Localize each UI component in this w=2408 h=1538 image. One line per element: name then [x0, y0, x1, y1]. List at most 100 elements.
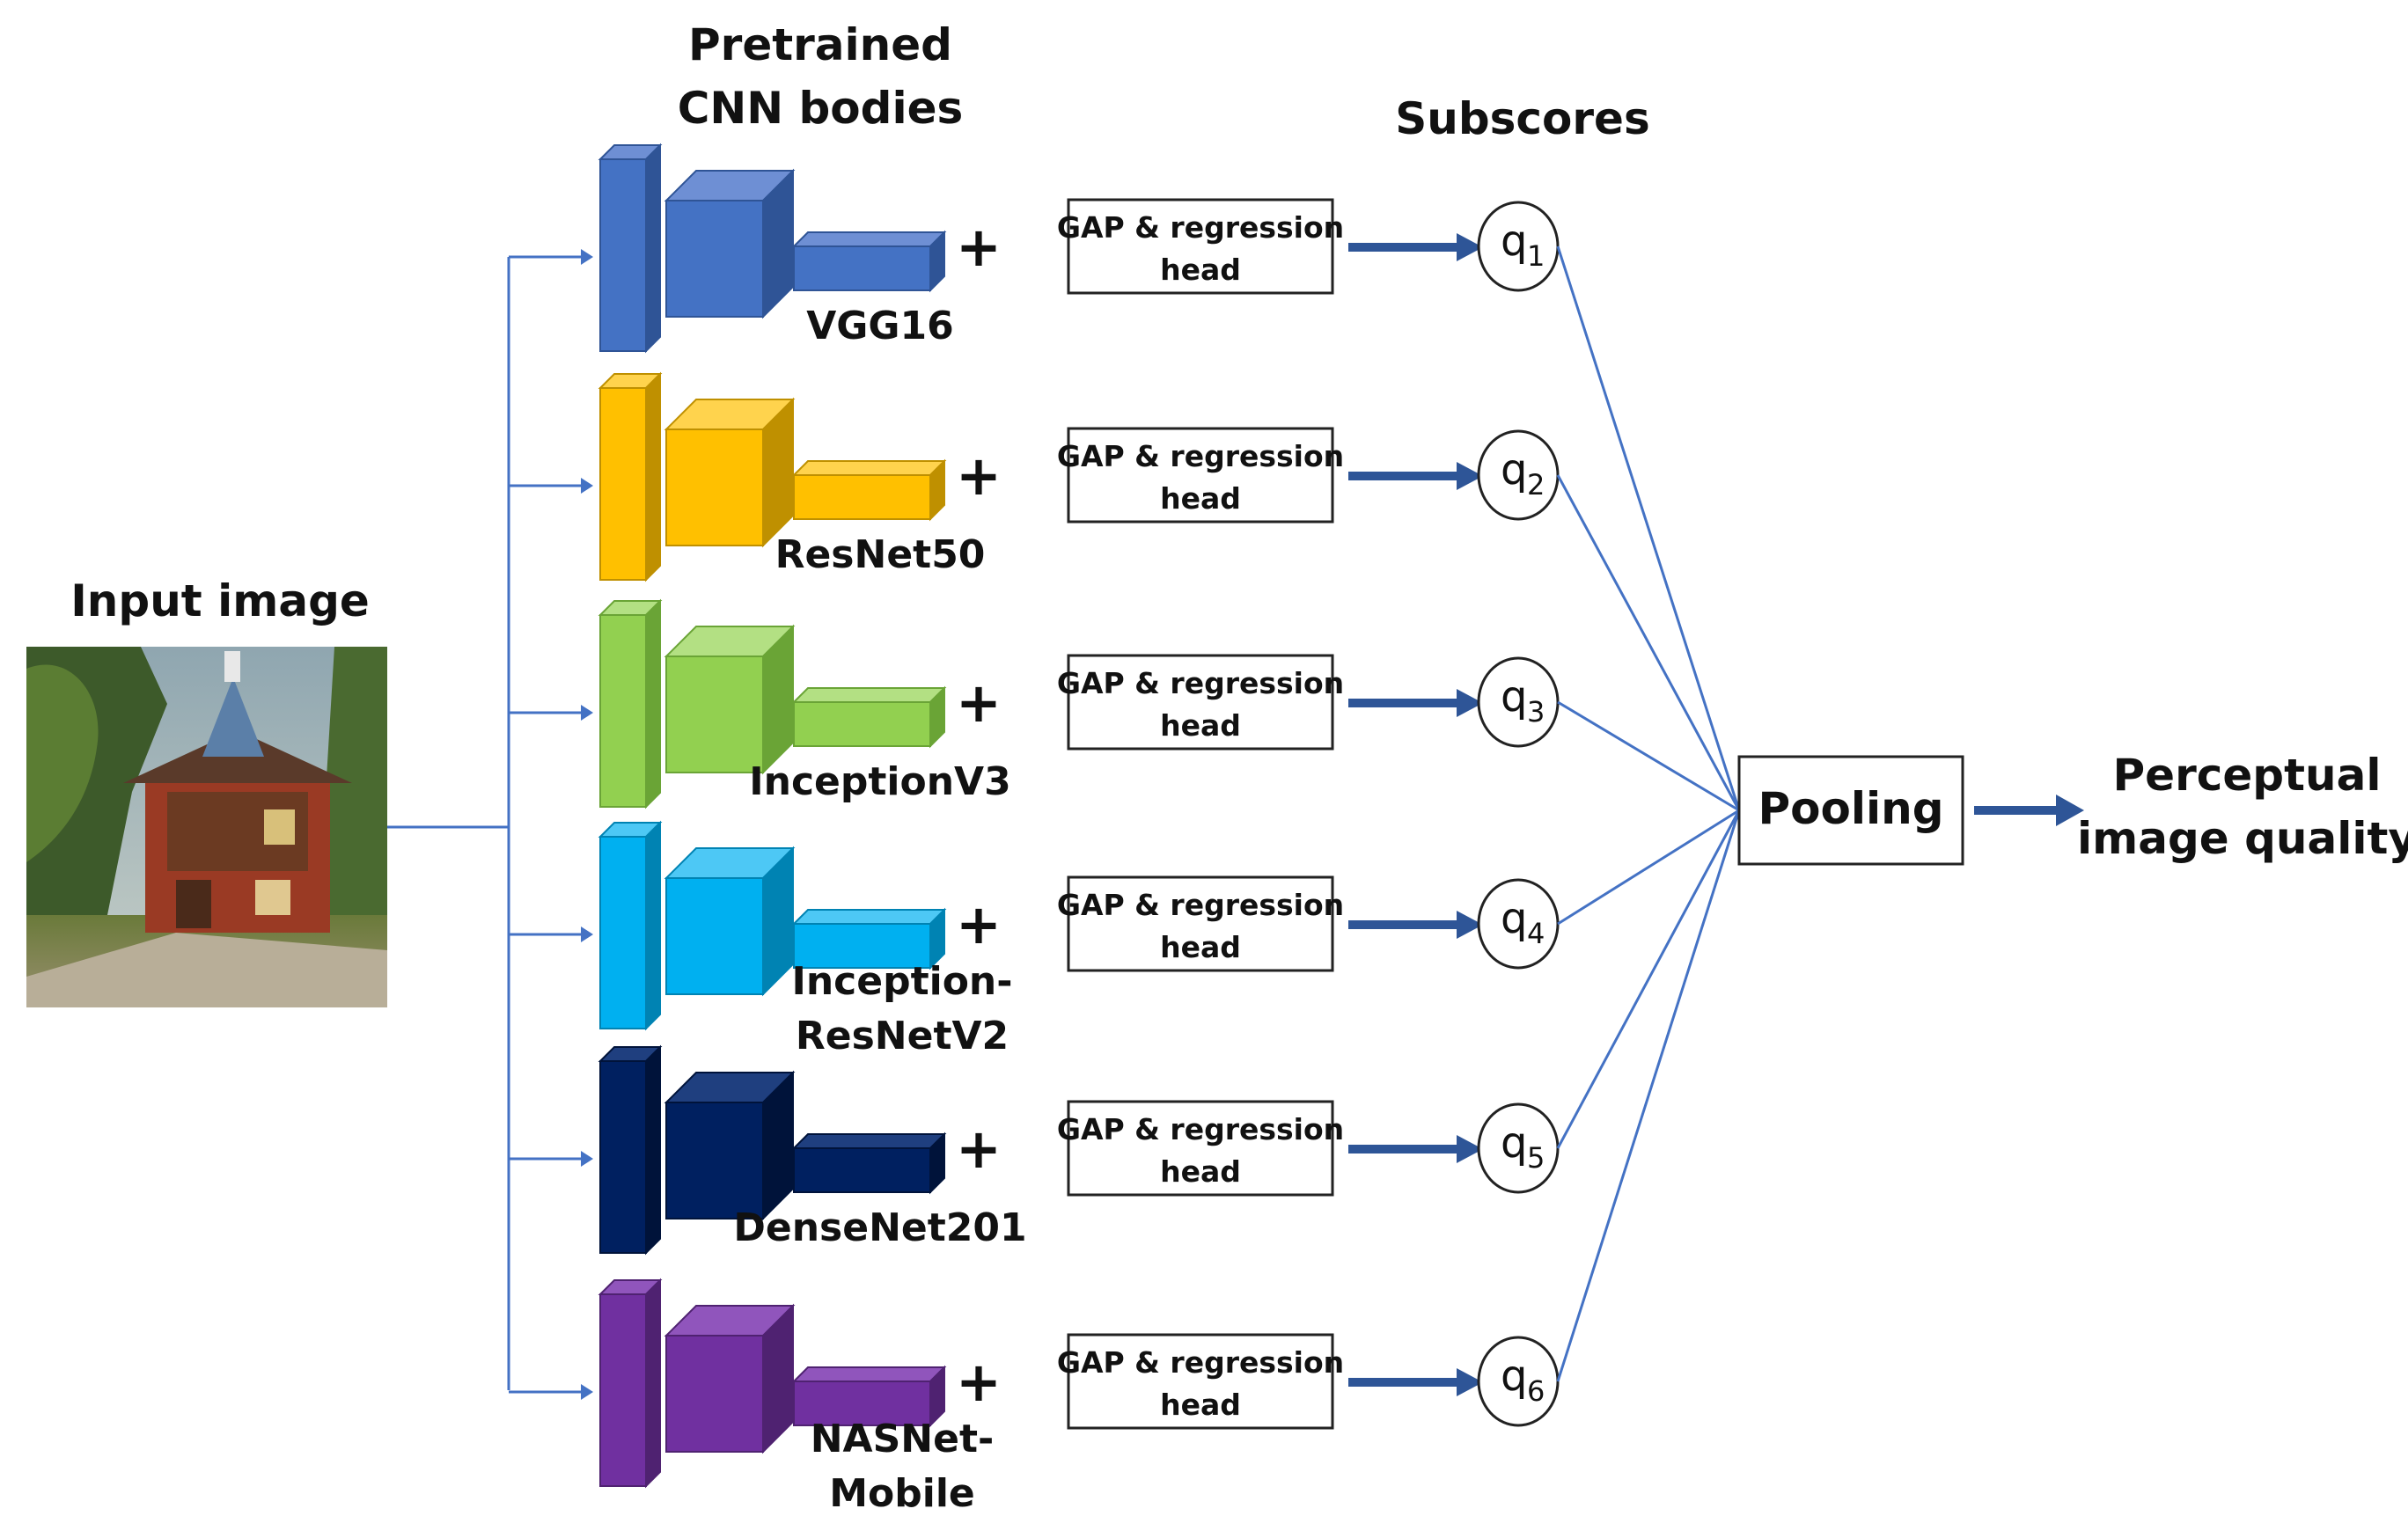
branch-arrowhead	[581, 1151, 593, 1167]
plus-sign: +	[956, 215, 1002, 279]
fan-in-line	[1556, 245, 1741, 811]
pooling-box: Pooling	[1737, 755, 1964, 866]
regression-head-label-line1: GAP & regression	[1057, 210, 1344, 245]
cnn-block-large	[598, 820, 663, 1031]
head-to-score-arrow	[1348, 1135, 1483, 1163]
regression-head-label-line1: GAP & regression	[1057, 439, 1344, 473]
fan-in-line	[1557, 700, 1740, 812]
plus-sign: +	[956, 1350, 1002, 1414]
output-arrow	[1974, 795, 2084, 826]
cnn-block-small	[791, 907, 947, 970]
cnn-block-small	[791, 230, 947, 293]
regression-head-label-line1: GAP & regression	[1057, 666, 1344, 700]
plus-sign: +	[956, 1117, 1002, 1181]
regression-head-label-line2: head	[1160, 930, 1241, 964]
regression-head-box: GAP & regression head	[1057, 654, 1344, 751]
subscore-index: 5	[1527, 1141, 1545, 1175]
plus-sign: +	[956, 443, 1002, 508]
network-name: DenseNet201	[733, 1205, 1026, 1250]
network-name: Inception-	[791, 959, 1012, 1004]
regression-head-label-line2: head	[1160, 1388, 1241, 1422]
regression-head-box: GAP & regression head	[1057, 198, 1344, 295]
regression-head-box: GAP & regression head	[1057, 427, 1344, 524]
cnn-block-large	[598, 143, 663, 354]
plus-sign: +	[956, 670, 1002, 735]
pooling-label: Pooling	[1758, 783, 1943, 834]
regression-head-label-line1: GAP & regression	[1057, 1112, 1344, 1146]
cnn-block-medium	[664, 1070, 796, 1221]
subscore-label: q	[1501, 216, 1527, 266]
pretrained-title-line2: CNN bodies	[678, 83, 964, 134]
regression-head-label-line2: head	[1160, 481, 1241, 516]
cnn-block-medium	[664, 846, 796, 997]
fan-in-lines	[1556, 245, 1741, 1382]
cnn-block-small	[791, 1132, 947, 1195]
head-to-score-arrow	[1348, 1368, 1483, 1396]
plus-sign: +	[956, 892, 1002, 956]
subscore-index: 1	[1527, 239, 1545, 273]
input-image-title: Input image	[70, 575, 370, 626]
subscore-index: 2	[1527, 468, 1545, 502]
network-name: InceptionV3	[749, 759, 1010, 804]
fan-in-line	[1556, 809, 1741, 1382]
regression-head-label-line1: GAP & regression	[1057, 1345, 1344, 1380]
subscore-label: q	[1501, 1351, 1527, 1401]
network-name: ResNet50	[775, 532, 986, 577]
fan-in-line	[1556, 474, 1741, 811]
branch-arrowhead	[581, 1384, 593, 1400]
subscores-title: Subscores	[1395, 93, 1649, 144]
network-name: Mobile	[829, 1471, 975, 1516]
network-name: VGG16	[806, 304, 954, 348]
regression-head-label-line2: head	[1160, 1154, 1241, 1189]
network-name: ResNetV2	[796, 1014, 1009, 1058]
cnn-block-medium	[664, 624, 796, 775]
cnn-block-large	[598, 598, 663, 809]
head-to-score-arrow	[1348, 689, 1483, 717]
subscore-index: 3	[1527, 695, 1545, 729]
cnn-block-small	[791, 685, 947, 749]
cnn-block-medium	[664, 397, 796, 548]
fan-in-line	[1556, 809, 1741, 1149]
head-to-score-arrow	[1348, 233, 1483, 261]
subscore-label: q	[1501, 445, 1527, 494]
cnn-block-medium	[664, 168, 796, 319]
output-label-line2: image quality	[2077, 813, 2408, 864]
branch-arrowhead	[581, 249, 593, 265]
branch-arrowhead	[581, 705, 593, 721]
branch-arrowhead	[581, 478, 593, 494]
head-to-score-arrow	[1348, 911, 1483, 939]
branch-arrows	[509, 249, 593, 1400]
branch-connectors	[387, 257, 510, 1390]
cnn-block-small	[791, 1365, 947, 1428]
cnn-block-large	[598, 1044, 663, 1256]
subscore-label: q	[1501, 894, 1527, 943]
cnn-block-small	[791, 458, 947, 522]
regression-head-label-line2: head	[1160, 708, 1241, 743]
pretrained-title-line1: Pretrained	[688, 19, 952, 70]
network-name: NASNet-	[811, 1417, 995, 1461]
output-label-line1: Perceptual	[2113, 750, 2382, 801]
regression-head-label-line2: head	[1160, 253, 1241, 287]
head-to-score-arrow	[1348, 462, 1483, 490]
subscore-label: q	[1501, 672, 1527, 721]
cnn-block-large	[598, 371, 663, 582]
branch-arrowhead	[581, 926, 593, 942]
regression-head-box: GAP & regression head	[1057, 1333, 1344, 1430]
cnn-block-large	[598, 1278, 663, 1489]
subscore-index: 4	[1527, 917, 1545, 950]
subscore-index: 6	[1527, 1374, 1545, 1408]
